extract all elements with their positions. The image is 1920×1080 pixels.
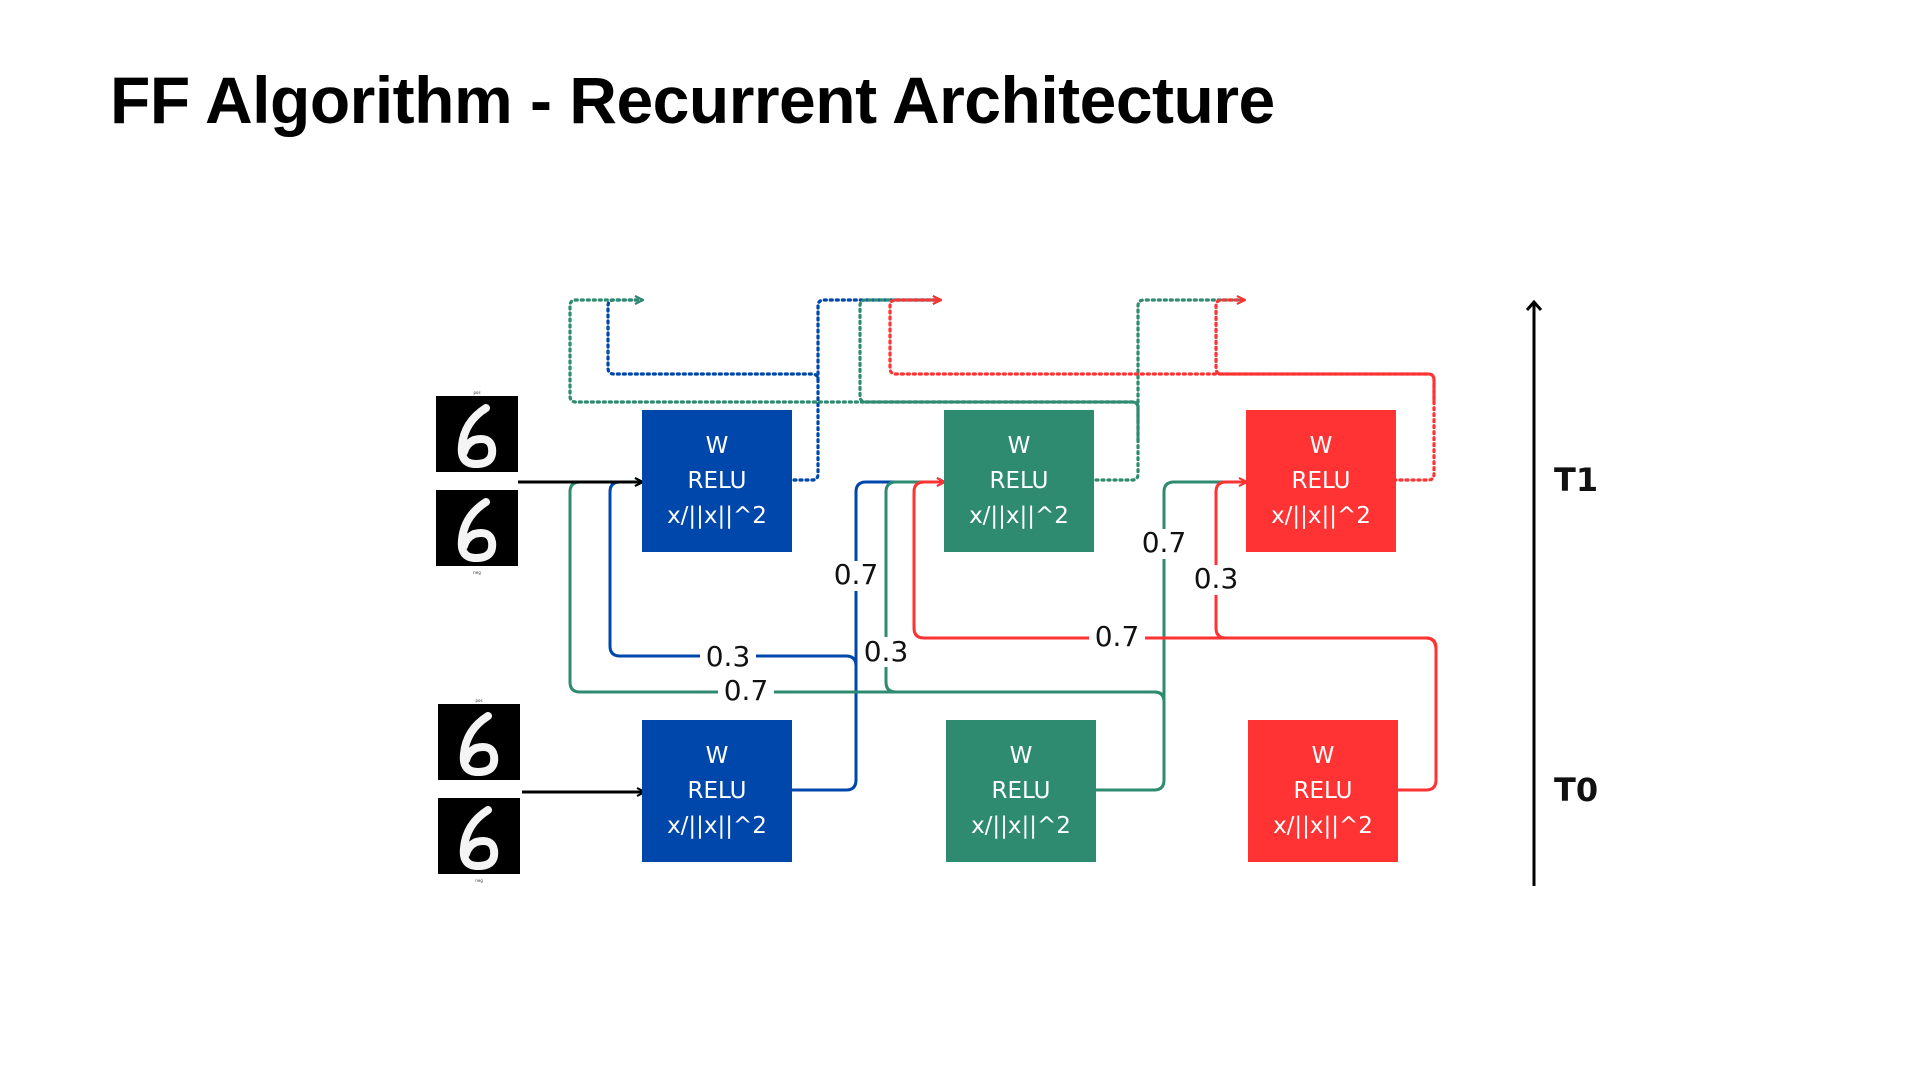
green-layer-t1: W RELU x/||x||^2 bbox=[944, 410, 1094, 552]
digit-image-pos-t1: pos bbox=[432, 390, 522, 478]
layer-line-norm: x/||x||^2 bbox=[667, 503, 767, 529]
red-layer-t1: W RELU x/||x||^2 bbox=[1246, 410, 1396, 552]
red-dotted-output-back bbox=[888, 300, 1436, 482]
weight-label-green-to-red: 0.7 bbox=[1142, 526, 1187, 559]
green-dotted-output-next bbox=[1136, 300, 1244, 422]
green-layer-t0: W RELU x/||x||^2 bbox=[946, 720, 1096, 862]
green-dotted-output-back bbox=[568, 300, 1140, 482]
weight-label-blue-to-blue: 0.3 bbox=[706, 640, 751, 673]
dotted-output-connections bbox=[568, 300, 1436, 482]
layer-line-relu: RELU bbox=[1293, 778, 1352, 804]
green-t0-to-red-t1 bbox=[1162, 482, 1246, 700]
layer-line-norm: x/||x||^2 bbox=[1271, 503, 1371, 529]
layer-line-w: W bbox=[706, 433, 729, 459]
weight-label-green-to-blue: 0.7 bbox=[724, 674, 769, 707]
time-axis: T1 T0 bbox=[1534, 302, 1598, 886]
weight-labels: 0.3 0.7 0.7 0.3 0.7 0.7 0.3 bbox=[700, 526, 1244, 707]
blue-layer-t0: W RELU x/||x||^2 bbox=[642, 720, 792, 862]
time-label-t1: T1 bbox=[1554, 461, 1598, 499]
layer-line-norm: x/||x||^2 bbox=[971, 813, 1071, 839]
layer-row-t1: W RELU x/||x||^2 W RELU x/||x||^2 W RELU… bbox=[642, 410, 1396, 552]
weight-label-green-to-green: 0.3 bbox=[864, 635, 909, 668]
layer-line-relu: RELU bbox=[687, 468, 746, 494]
layer-line-norm: x/||x||^2 bbox=[1273, 813, 1373, 839]
weight-label-red-to-red: 0.3 bbox=[1194, 562, 1239, 595]
blue-layer-t1: W RELU x/||x||^2 bbox=[642, 410, 792, 552]
layer-line-w: W bbox=[1310, 433, 1333, 459]
input-images-t0: pos neg bbox=[438, 698, 520, 883]
layer-line-w: W bbox=[1010, 743, 1033, 769]
digit-image-neg-t1: neg bbox=[436, 490, 518, 575]
red-t0-to-red-t1 bbox=[1214, 482, 1438, 651]
red-dotted-output-self bbox=[1214, 300, 1436, 402]
digit-image-neg-t0: neg bbox=[438, 798, 520, 883]
blue-t0-to-green-t1 bbox=[854, 482, 944, 700]
blue-dotted-output-next bbox=[816, 300, 940, 382]
layer-line-relu: RELU bbox=[991, 778, 1050, 804]
svg-text:neg: neg bbox=[475, 878, 483, 883]
red-t0-to-green-t1 bbox=[912, 482, 1438, 792]
green-dotted-output-self bbox=[858, 300, 1140, 442]
layer-line-w: W bbox=[1312, 743, 1335, 769]
layer-line-relu: RELU bbox=[1291, 468, 1350, 494]
digit-image-pos-t0: pos bbox=[438, 698, 520, 780]
blue-dotted-output-self bbox=[606, 300, 820, 482]
layer-line-relu: RELU bbox=[989, 468, 1048, 494]
layer-line-w: W bbox=[706, 743, 729, 769]
time-label-t0: T0 bbox=[1554, 771, 1598, 809]
slide-title: FF Algorithm - Recurrent Architecture bbox=[110, 63, 1275, 137]
layer-line-norm: x/||x||^2 bbox=[667, 813, 767, 839]
weight-label-red-to-green: 0.7 bbox=[1095, 620, 1140, 653]
svg-text:pos: pos bbox=[473, 390, 480, 395]
layer-line-norm: x/||x||^2 bbox=[969, 503, 1069, 529]
green-t0-to-blue-t1 bbox=[568, 482, 1166, 792]
red-layer-t0: W RELU x/||x||^2 bbox=[1248, 720, 1398, 862]
input-images-t1: pos neg bbox=[432, 390, 522, 575]
svg-text:pos: pos bbox=[475, 698, 482, 703]
layer-line-w: W bbox=[1008, 433, 1031, 459]
weight-label-blue-to-green: 0.7 bbox=[834, 558, 879, 591]
green-t0-to-green-t1 bbox=[884, 482, 1166, 701]
layer-line-relu: RELU bbox=[687, 778, 746, 804]
layer-row-t0: W RELU x/||x||^2 W RELU x/||x||^2 W RELU… bbox=[642, 720, 1398, 862]
svg-text:neg: neg bbox=[473, 570, 481, 575]
